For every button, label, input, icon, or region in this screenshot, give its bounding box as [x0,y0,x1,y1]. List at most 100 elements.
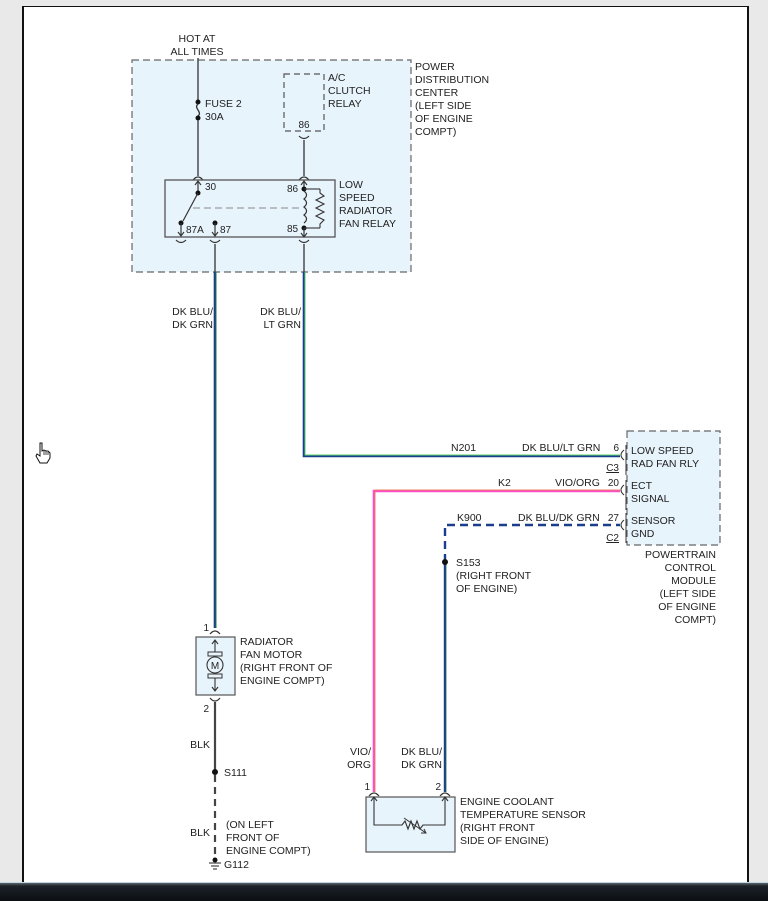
fan-relay-label-0: LOW [339,179,363,191]
pdc-label-2: CENTER [415,87,459,99]
relay-pin-87: 87 [220,225,232,236]
splice-s153-dot [442,559,448,565]
thermistor-icon [370,796,449,834]
wire-k2 [372,489,620,792]
power-source-label-1: HOT AT [179,33,217,45]
pcm-pin-6: 6 [613,443,619,454]
pcm-label-2: MODULE [671,575,716,587]
relay-ctrl-wire-label-1: DK BLU/ [260,306,301,318]
fan-relay-label-3: FAN RELAY [339,218,396,230]
fuse-icon [195,99,201,121]
motor-pin-1: 1 [203,623,209,634]
connector-icon [620,449,625,461]
n201-color-label: DK BLU/LT GRN [522,442,600,454]
connector-icon [209,239,221,244]
pcm-pin-20: 20 [608,478,620,489]
blk-wire-label-2: BLK [190,827,210,839]
connector-icon [175,239,187,244]
pdc-label-0: POWER [415,61,455,73]
pcm-pin-27-label-2: GND [631,528,655,540]
ground-loc-2: ENGINE COMPT) [226,845,311,857]
wire-dk-blu-dk-grn-fan [213,272,217,628]
connector-icon [209,630,221,635]
sensor-k2-label-2: ORG [347,759,371,771]
fuse-label: FUSE 2 [205,98,242,110]
ground-id: G112 [224,859,249,871]
fan-motor-label-2: (RIGHT FRONT OF [240,662,332,674]
motor-symbol: M [211,661,219,672]
pcm-pin-6-label-2: RAD FAN RLY [631,458,699,470]
k900-color-label: DK BLU/DK GRN [518,512,600,524]
motor-icon [206,639,224,692]
splice-s153-loc-1: (RIGHT FRONT [456,570,532,582]
wire-n201 [302,272,620,458]
k2-color-label: VIO/ORG [555,477,600,489]
sensor-k2-label-1: VIO/ [350,746,371,758]
k2-circuit-label: K2 [498,477,511,489]
connector-icon [298,239,310,244]
connector-icon [298,135,310,140]
sensor-k900-label-1: DK BLU/ [401,746,442,758]
relay-pin-30: 30 [205,182,217,193]
splice-s153-id: S153 [456,557,481,569]
ground-loc-1: FRONT OF [226,832,279,844]
ect-sensor-label-0: ENGINE COOLANT [460,796,555,808]
fuse-rating: 30A [205,111,224,123]
pcm-pin-6-label-1: LOW SPEED [631,445,694,457]
pcm-label-3: (LEFT SIDE [660,588,716,600]
connector-icon [368,792,380,797]
n201-circuit-label: N201 [451,442,476,454]
pcm-pin-27-label-1: SENSOR [631,515,676,527]
connector-icon [192,176,204,181]
pcm-pin-20-label-1: ECT [631,480,653,492]
pcm-connector-c3: C3 [606,463,619,474]
pcm-label-5: COMPT) [675,614,716,626]
k900-circuit-label: K900 [457,512,482,524]
sensor-pin-1: 1 [364,782,370,793]
pdc-label-1: DISTRIBUTION [415,74,489,86]
ac-clutch-relay-box [283,73,325,132]
ground-icon [209,857,221,870]
wire-k900-sensor [443,562,447,792]
connector-icon [439,792,451,797]
relay-pin-85: 85 [287,224,299,235]
splice-s111-dot [212,769,218,775]
relay-pin-86: 86 [287,184,299,195]
connector-icon [620,484,625,496]
ac-relay-label-1: CLUTCH [328,85,371,97]
ect-sensor-label-2: (RIGHT FRONT [460,822,536,834]
ect-sensor-label-3: SIDE OF ENGINE) [460,835,549,847]
fan-wire-label-2: DK GRN [172,319,213,331]
relay-pin-87a: 87A [186,225,204,236]
splice-s111-id: S111 [224,767,247,779]
pcm-pin-27: 27 [608,513,620,524]
pcm-connector-c2: C2 [606,533,619,544]
relay-switch-icon [177,180,302,237]
sensor-k900-label-2: DK GRN [401,759,442,771]
ac-relay-label-2: RELAY [328,98,362,110]
ground-loc-0: (ON LEFT [226,819,274,831]
pcm-label-1: CONTROL [665,562,716,574]
connector-icon [209,697,221,702]
connector-icon [298,176,310,181]
relay-ctrl-wire-label-2: LT GRN [263,319,301,331]
pcm-label-4: OF ENGINE [658,601,716,613]
motor-pin-2: 2 [203,704,209,715]
fan-relay-label-2: RADIATOR [339,205,393,217]
relay-coil-icon [300,180,326,238]
power-source-label-2: ALL TIMES [170,46,223,58]
pdc-label-3: (LEFT SIDE [415,100,471,112]
fan-motor-label-0: RADIATOR [240,636,294,648]
hand-cursor-icon [35,442,51,464]
splice-s153-loc-2: OF ENGINE) [456,583,517,595]
taskbar [0,882,768,901]
blk-wire-label-1: BLK [190,739,210,751]
ect-sensor-label-1: TEMPERATURE SENSOR [460,809,586,821]
pcm-box [626,430,721,546]
fan-motor-label-3: ENGINE COMPT) [240,675,325,687]
ac-relay-pin: 86 [298,120,310,131]
pdc-label-4: OF ENGINE [415,113,473,125]
pcm-pin-20-label-2: SIGNAL [631,493,670,505]
pdc-label-5: COMPT) [415,126,456,138]
